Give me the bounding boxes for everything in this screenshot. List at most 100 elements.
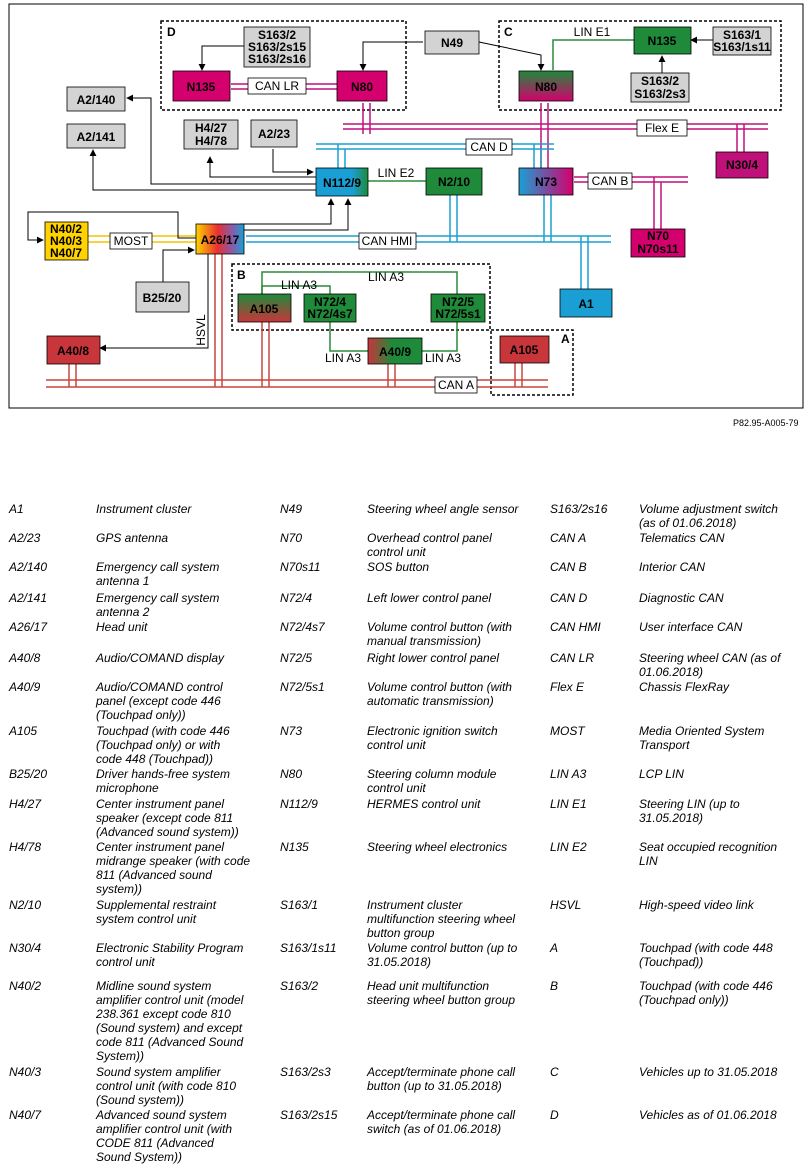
legend-description-line: Touchpad (with code 446 — [96, 724, 230, 738]
legend-description-line: Seat occupied recognition — [639, 840, 778, 854]
legend-code: B25/20 — [9, 767, 48, 781]
legend-code: N40/3 — [9, 1065, 42, 1079]
svg-text:S163/1: S163/1 — [723, 28, 761, 42]
legend-code: N40/2 — [9, 979, 42, 993]
legend-code: S163/2s15 — [280, 1108, 338, 1122]
bus-label-can-a: CAN A — [438, 378, 474, 392]
legend-description: Telematics CAN — [639, 531, 725, 545]
diagram-frame — [8, 3, 804, 409]
legend-code: A1 — [9, 502, 24, 516]
legend-description-line: panel (except code 446 — [96, 694, 221, 708]
legend-code: N112/9 — [280, 797, 318, 811]
bus-label-can-hmi: CAN HMI — [362, 234, 413, 248]
svg-text:S163/2: S163/2 — [258, 28, 296, 42]
svg-text:A105: A105 — [250, 302, 279, 316]
svg-text:N49: N49 — [441, 36, 463, 50]
legend-description: Vehicles up to 31.05.2018 — [639, 1065, 777, 1079]
can-d-bus — [316, 143, 554, 168]
legend-description-line: control unit — [367, 545, 426, 559]
legend-code: N40/7 — [9, 1108, 42, 1122]
legend-description-line: Touchpad (with code 446 — [639, 979, 773, 993]
svg-text:N80: N80 — [535, 80, 557, 94]
lin-lines — [261, 39, 634, 352]
legend-description-line: SOS button — [367, 560, 430, 574]
legend-description-line: Volume control button (up to — [367, 941, 518, 955]
box-a1: A1 — [559, 288, 613, 318]
svg-text:A105: A105 — [510, 343, 539, 357]
legend-description-line: Emergency call system — [96, 560, 220, 574]
legend-description-line: (Touchpad only) or with — [96, 738, 221, 752]
legend-description-line: Volume control button (with — [367, 680, 512, 694]
figure-reference: P82.95-A005-79 — [733, 418, 799, 428]
legend-description-line: Media Oriented System — [639, 724, 765, 738]
can-hmi-bus — [246, 195, 611, 289]
legend-description-line: Head unit multifunction — [367, 979, 490, 993]
legend-code: A40/9 — [9, 680, 41, 694]
legend-code: A — [550, 941, 559, 955]
box-n112-9: N112/9 — [315, 167, 369, 197]
legend-description-line: steering wheel button group — [367, 993, 516, 1007]
box-n2-10: N2/10 — [425, 167, 483, 196]
svg-text:N40/2: N40/2 — [50, 222, 82, 236]
box-h4: H4/27 H4/78 — [183, 119, 239, 150]
legend-code: CAN D — [550, 591, 588, 605]
legend-description-line: antenna 1 — [96, 574, 150, 588]
legend-code: N30/4 — [9, 941, 42, 955]
legend-description: Audio/COMAND display — [96, 651, 224, 665]
legend-description-line: system control unit — [96, 912, 197, 926]
legend-description-line: 811 (Advanced sound — [96, 868, 212, 882]
legend-code: A26/17 — [9, 620, 48, 634]
svg-text:N73: N73 — [535, 175, 557, 189]
svg-text:N40/7: N40/7 — [50, 246, 82, 260]
legend-description: LCP LIN — [639, 767, 684, 781]
legend-description-line: Steering column module — [367, 767, 497, 781]
legend-description-line: system)) — [96, 882, 142, 896]
bus-labels: CAN LR LIN E1 Flex E CAN D LIN E2 CAN B … — [109, 25, 688, 394]
legend-description: HERMES control unit — [367, 797, 480, 811]
legend-code: N70s11 — [280, 560, 321, 574]
legend-description-line: button (up to 31.05.2018) — [367, 1079, 502, 1093]
box-b25-20: B25/20 — [135, 281, 190, 313]
legend-description-line: Interior CAN — [639, 560, 706, 574]
legend-description-line: Chassis FlexRay — [639, 680, 730, 694]
legend-description-line: HERMES control unit — [367, 797, 481, 811]
legend-description-line: control unit — [367, 781, 426, 795]
legend-description-line: manual transmission) — [367, 634, 482, 648]
legend-description-line: switch (as of 01.06.2018) — [367, 1122, 502, 1136]
legend-description-line: midrange speaker (with code — [96, 854, 251, 868]
legend-description-line: Audio/COMAND control — [96, 680, 223, 694]
svg-text:N72/4s7: N72/4s7 — [307, 307, 353, 321]
svg-text:A2/140: A2/140 — [77, 93, 116, 107]
legend-description: Touchpad (with code 446(Touchpad only) o… — [96, 724, 230, 766]
legend-description-line: Emergency call system — [96, 591, 220, 605]
legend-code: A2/141 — [9, 591, 48, 605]
legend-description: Vehicles as of 01.06.2018 — [639, 1108, 777, 1122]
legend-code: N135 — [280, 840, 309, 854]
bus-label-lin-a3-3: LIN A3 — [325, 351, 361, 365]
legend-description-line: control unit — [96, 955, 155, 969]
svg-text:N40/3: N40/3 — [50, 234, 82, 248]
legend-code: A40/8 — [9, 651, 41, 665]
legend-code: A105 — [9, 724, 38, 738]
box-s163-2-c: S163/2 S163/2s3 — [630, 72, 690, 103]
legend-description-line: Center instrument panel — [96, 840, 225, 854]
legend-code: N73 — [280, 724, 303, 738]
legend-code: B — [550, 979, 559, 993]
svg-text:A1: A1 — [578, 297, 594, 311]
legend-description-line: Vehicles up to 31.05.2018 — [639, 1065, 778, 1079]
svg-text:H4/27: H4/27 — [195, 121, 227, 135]
svg-text:A26/17: A26/17 — [201, 233, 240, 247]
box-n72-5: N72/5 N72/5s1 — [430, 293, 486, 323]
legend-description-line: automatic transmission) — [367, 694, 494, 708]
svg-text:S163/2: S163/2 — [641, 74, 679, 88]
legend-description-line: Steering wheel angle sensor — [367, 502, 519, 516]
svg-text:A2/23: A2/23 — [258, 127, 290, 141]
